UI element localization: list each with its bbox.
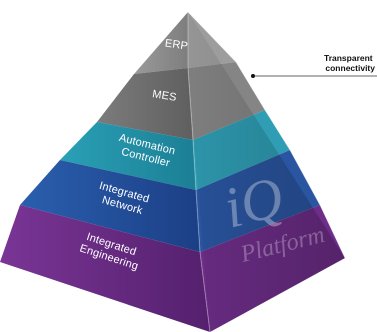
label-mes: MES: [151, 88, 177, 104]
layer-network-left: [20, 160, 200, 252]
layer-automation-left: [60, 122, 196, 190]
layer-engineering-left: [0, 205, 210, 332]
ridge-line: [187, 12, 211, 332]
layer-erp-left: [134, 12, 188, 74]
right-edge-line: [187, 11, 346, 259]
right-face-shade: [188, 12, 345, 332]
layer-mes-left: [97, 68, 193, 140]
callout-text: Transparent connectivity: [324, 53, 375, 73]
label-erp: ERP: [164, 37, 189, 52]
callout-dot: [251, 74, 255, 78]
